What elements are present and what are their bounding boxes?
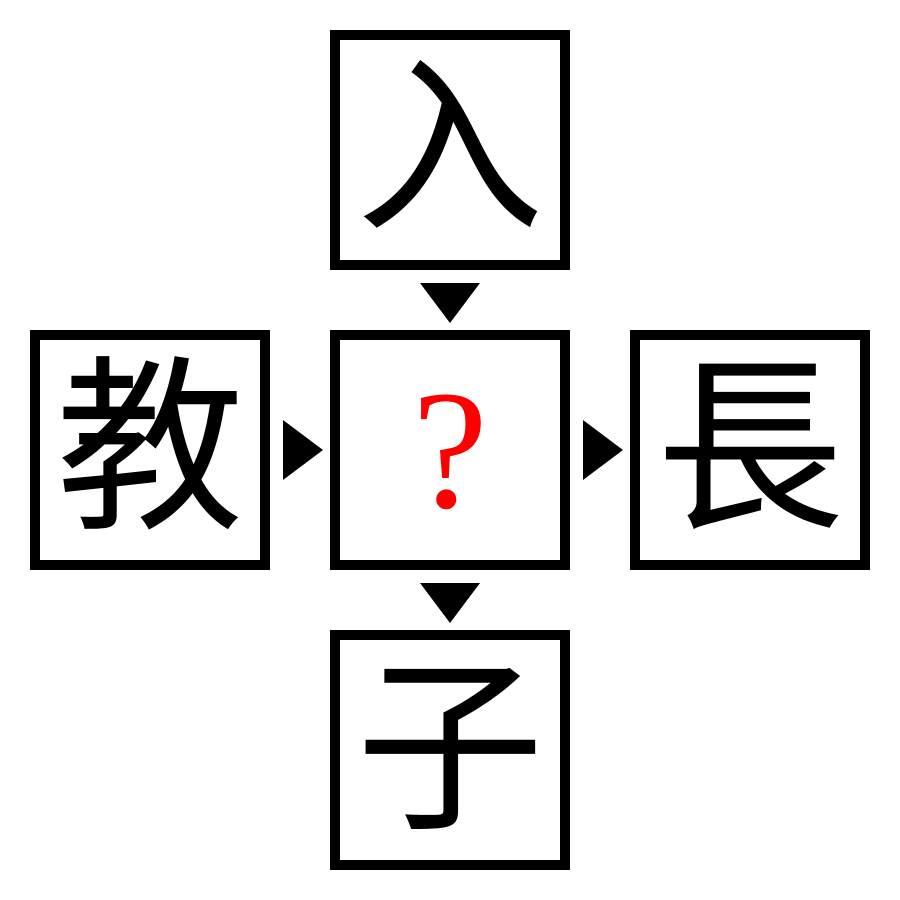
down-triangle-icon [420,583,480,623]
kanji-top: 入 [356,40,544,259]
right-triangle-icon [583,420,623,480]
kanji-right: 長 [656,340,844,559]
down-triangle-icon [420,283,480,323]
kanji-box-bottom: 子 [330,630,570,870]
kanji-box-right: 長 [630,330,870,570]
right-triangle-icon [283,420,323,480]
kanji-bottom: 子 [356,640,544,859]
kanji-box-left: 教 [30,330,270,570]
answer-box-center[interactable]: ? [330,330,570,570]
kanji-left: 教 [56,340,244,559]
question-mark: ? [412,356,488,544]
kanji-box-top: 入 [330,30,570,270]
